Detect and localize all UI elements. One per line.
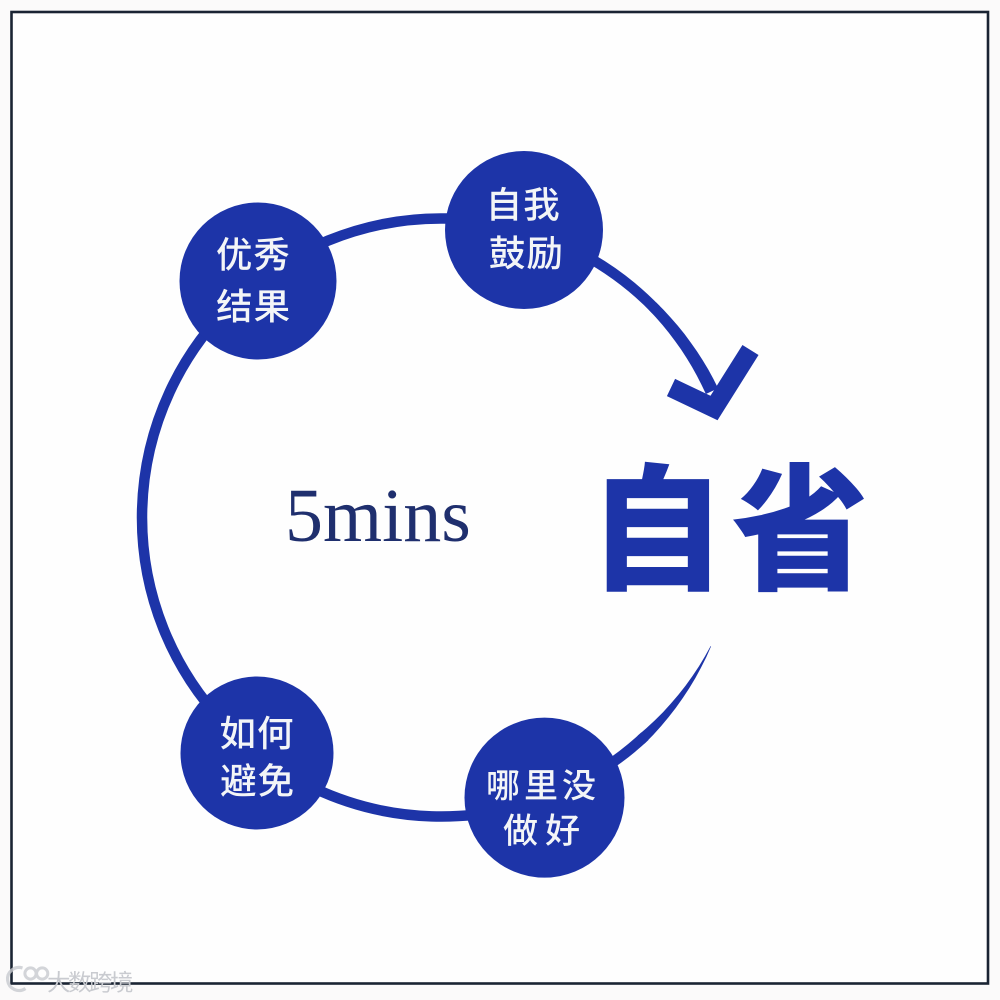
watermark (5, 965, 50, 992)
glyph (606, 461, 710, 592)
ring-arc-tapered-tail (637, 646, 712, 744)
ring-arc-arrow-neck (648, 302, 719, 394)
cycle-nodes (179, 151, 625, 878)
node-circle-excellent-results (179, 202, 337, 360)
node-circle-how-to-avoid (180, 676, 334, 830)
watermark-logo-icon (5, 965, 50, 992)
logo-smile-shape (5, 965, 27, 992)
node-circle-self-encouragement (445, 151, 603, 309)
center-duration-label: 5mins (285, 474, 471, 558)
flow-arrow-icon (666, 344, 759, 421)
